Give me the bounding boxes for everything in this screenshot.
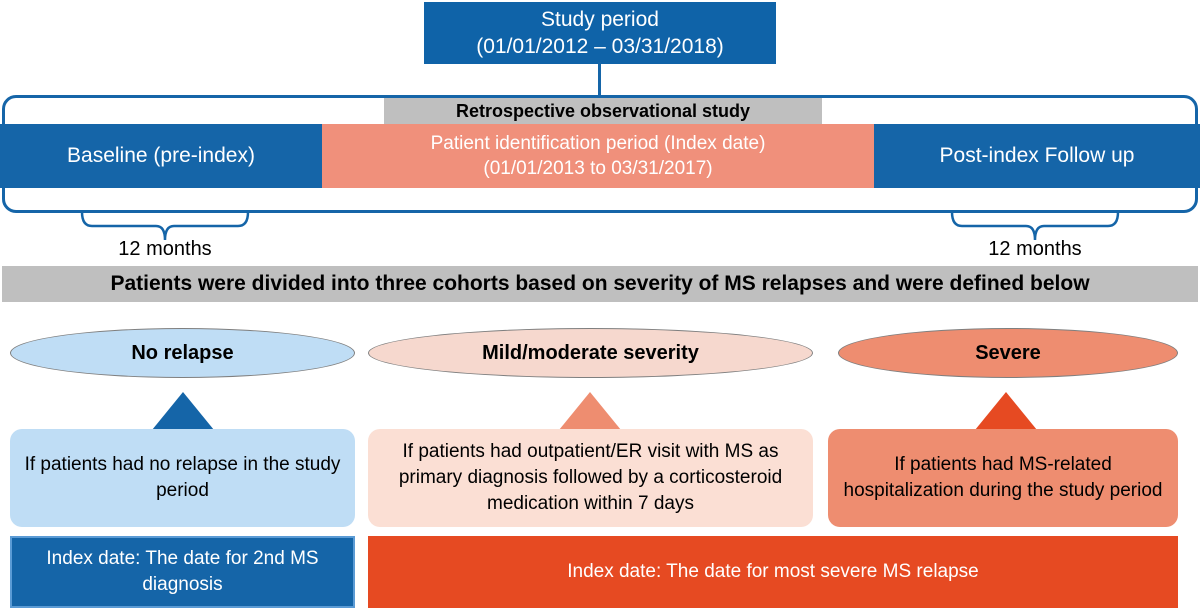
study-period-connector-line — [598, 62, 601, 98]
post-index-duration-brace — [950, 211, 1120, 241]
post-index-followup-bar: Post-index Follow up — [874, 124, 1200, 188]
cohort-definition-no-relapse: If patients had no relapse in the study … — [10, 429, 355, 527]
cohort-definition-severe: If patients had MS-related hospitalizati… — [828, 429, 1178, 527]
cohort-arrow-severe — [975, 392, 1037, 430]
identification-period-dates: (01/01/2013 to 03/31/2017) — [483, 158, 713, 179]
study-period-title: Study period — [541, 8, 659, 31]
index-date-severe-relapse: Index date: The date for most severe MS … — [368, 536, 1178, 608]
patient-identification-period-bar: Patient identification period (Index dat… — [322, 124, 874, 188]
baseline-period-label: Baseline (pre-index) — [67, 144, 255, 167]
cohort-definition-banner: Patients were divided into three cohorts… — [2, 266, 1198, 302]
cohort-label-mild-moderate: Mild/moderate severity — [482, 341, 699, 364]
cohort-ellipse-mild-moderate: Mild/moderate severity — [368, 328, 813, 378]
study-period-box: Study period (01/01/2012 – 03/31/2018) — [424, 2, 776, 64]
baseline-duration-label: 12 months — [118, 237, 212, 260]
baseline-period-bar: Baseline (pre-index) — [0, 124, 322, 188]
post-index-duration-label: 12 months — [988, 237, 1082, 260]
cohort-label-no-relapse: No relapse — [131, 341, 234, 364]
study-period-dates: (01/01/2012 – 03/31/2018) — [476, 35, 724, 58]
cohort-arrow-mild-moderate — [559, 392, 621, 430]
cohort-ellipse-severe: Severe — [838, 328, 1178, 378]
post-index-label: Post-index Follow up — [939, 144, 1135, 167]
identification-period-label: Patient identification period (Index dat… — [430, 133, 766, 154]
cohort-label-severe: Severe — [975, 341, 1041, 364]
cohort-ellipse-no-relapse: No relapse — [10, 328, 355, 378]
cohort-definition-mild-moderate: If patients had outpatient/ER visit with… — [368, 429, 813, 527]
cohort-arrow-no-relapse — [152, 392, 214, 430]
retrospective-study-band: Retrospective observational study — [384, 98, 822, 124]
index-date-no-relapse: Index date: The date for 2nd MS diagnosi… — [10, 536, 355, 608]
baseline-duration-brace — [80, 211, 250, 241]
